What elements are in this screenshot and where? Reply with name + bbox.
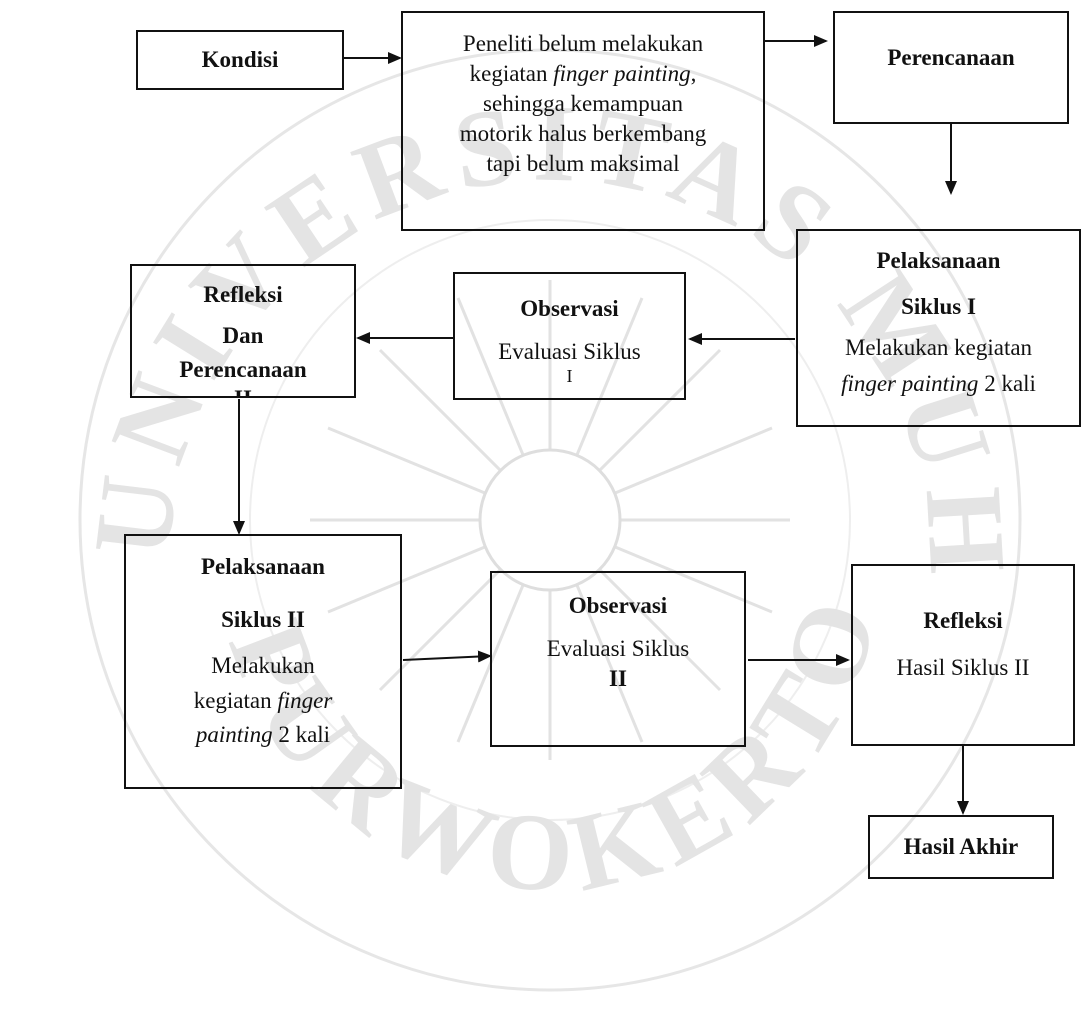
node-kondisi: Kondisi	[136, 30, 344, 90]
observasi1-title: Observasi	[520, 296, 619, 321]
node-hasil-akhir: Hasil Akhir	[868, 815, 1054, 879]
node-perencanaan-title: Perencanaan	[887, 45, 1015, 70]
desc-line-1: Peneliti belum melakukan	[462, 31, 704, 56]
observasi2-desc-1: Evaluasi Siklus	[546, 635, 690, 661]
desc-line-3: sehingga kemampuan	[483, 90, 683, 116]
pelaksanaan1-subtitle: Siklus I	[901, 293, 976, 319]
observasi1-desc-1: Evaluasi Siklus	[498, 338, 641, 364]
refleksi1-title: Refleksi	[203, 282, 283, 307]
hasil-akhir-title: Hasil Akhir	[903, 834, 1019, 860]
refleksi2-desc: Hasil Siklus II	[896, 654, 1030, 680]
node-kondisi-title: Kondisi	[201, 47, 279, 73]
observasi2-title: Observasi	[568, 593, 668, 618]
refleksi1-subtitle-3: II	[132, 382, 354, 396]
desc-line-4: motorik halus berkembang	[459, 120, 707, 146]
sun-seal-icon	[310, 280, 790, 760]
node-refleksi-hasil: Refleksi Hasil Siklus II	[851, 564, 1075, 746]
refleksi1-subtitle-2: Perencanaan	[179, 356, 307, 382]
node-observasi-1: Observasi Evaluasi Siklus I	[453, 272, 686, 400]
pelaksanaan1-title: Pelaksanaan	[876, 248, 1001, 273]
observasi2-desc-2: II	[609, 666, 627, 691]
refleksi2-title: Refleksi	[923, 608, 1003, 633]
pelaksanaan2-title: Pelaksanaan	[201, 554, 325, 579]
node-observasi-2: Observasi Evaluasi Siklus II	[490, 571, 746, 747]
pelaksanaan2-desc-2: kegiatan finger	[193, 687, 333, 713]
node-kondisi-description: Peneliti belum melakukan kegiatan finger…	[401, 11, 765, 231]
pelaksanaan2-desc-3: painting 2 kali	[195, 722, 331, 747]
node-pelaksanaan-siklus-2: Pelaksanaan Siklus II Melakukan kegiatan…	[124, 534, 402, 789]
pelaksanaan1-desc-1: Melakukan kegiatan	[844, 335, 1033, 361]
pelaksanaan2-subtitle: Siklus II	[221, 606, 305, 632]
node-perencanaan: Perencanaan	[833, 11, 1069, 124]
arrow-pelaksanaan2-to-observasi2	[402, 650, 492, 663]
pelaksanaan2-desc-1: Melakukan	[211, 653, 315, 678]
pelaksanaan1-desc-2: finger painting 2 kali	[841, 370, 1036, 396]
observasi1-desc-2: I	[566, 366, 573, 386]
node-refleksi-perencanaan-2: Refleksi Dan Perencanaan II	[130, 264, 356, 398]
desc-line-5: tapi belum maksimal	[486, 150, 680, 176]
desc-line-2: kegiatan finger painting,	[469, 60, 697, 86]
node-pelaksanaan-siklus-1: Pelaksanaan Siklus I Melakukan kegiatan …	[796, 229, 1081, 427]
refleksi1-subtitle: Dan	[222, 323, 264, 349]
